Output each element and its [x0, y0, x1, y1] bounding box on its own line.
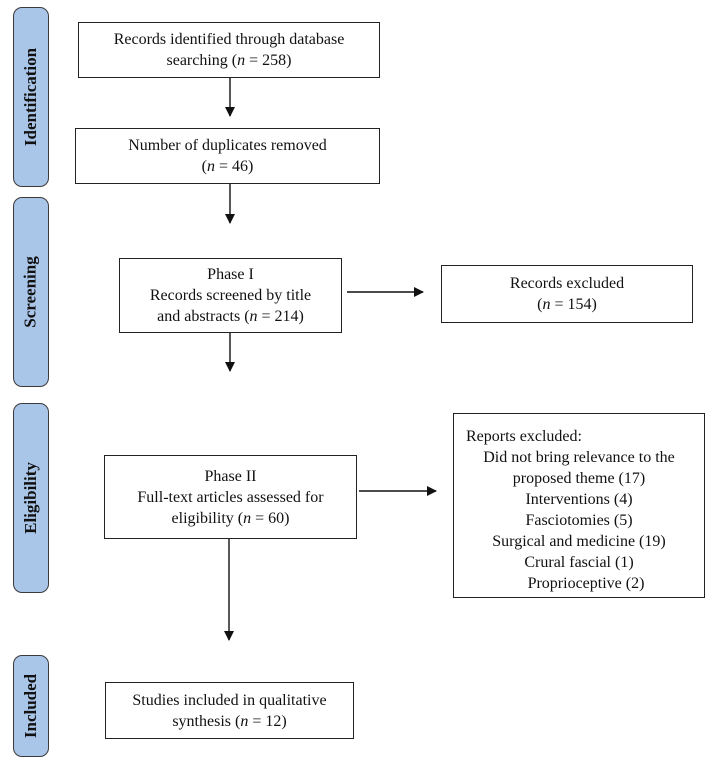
- duplicates-line2: (n = 46): [201, 158, 254, 175]
- excluded-line2: (n = 154): [537, 296, 597, 313]
- reports-excluded-box: Reports excluded: Did not bring relevanc…: [453, 413, 705, 598]
- screened-line2: Records screened by title: [149, 287, 312, 304]
- screened-box: Phase I Records screened by title and ab…: [119, 258, 342, 333]
- eligible-line2: Full-text articles assessed for: [137, 488, 324, 506]
- identified-box: Records identified through database sear…: [78, 22, 380, 78]
- eligible-box: Phase II Full-text articles assessed for…: [104, 455, 357, 539]
- reports-excluded-item: Did not bring relevance to the: [483, 449, 675, 466]
- reports-excluded-item: Interventions (4): [525, 491, 633, 508]
- identified-line1: Records identified through database: [113, 31, 345, 48]
- included-box: Studies included in qualitative synthesi…: [105, 682, 354, 739]
- reports-excluded-item: Proprioceptive (2): [527, 575, 645, 592]
- excluded-box: Records excluded (n = 154): [441, 265, 693, 323]
- reports-excluded-item: Fasciotomies (5): [525, 512, 633, 529]
- included-line1: Studies included in qualitative: [132, 691, 327, 709]
- phase-screening: Screening: [13, 197, 49, 387]
- phase-included: Included: [13, 655, 49, 757]
- phase-identification: Identification: [13, 7, 49, 187]
- eligible-line3: eligibility (n = 60): [171, 509, 290, 527]
- phase-eligibility: Eligibility: [13, 403, 49, 593]
- duplicates-box: Number of duplicates removed (n = 46): [75, 128, 380, 184]
- reports-excluded-item: proposed theme (17): [512, 470, 646, 487]
- screened-line3: and abstracts (n = 214): [157, 308, 304, 325]
- eligible-line1: Phase II: [204, 467, 257, 485]
- reports-excluded-item: Surgical and medicine (19): [492, 533, 666, 550]
- screened-line1: Phase I: [207, 266, 254, 283]
- duplicates-line1: Number of duplicates removed: [128, 137, 327, 154]
- reports-excluded-heading: Reports excluded:: [466, 428, 582, 445]
- identified-line2: searching (n = 258): [166, 52, 292, 69]
- excluded-line1: Records excluded: [509, 275, 625, 292]
- included-line2: synthesis (n = 12): [172, 712, 287, 730]
- reports-excluded-item: Crural fascial (1): [524, 554, 634, 571]
